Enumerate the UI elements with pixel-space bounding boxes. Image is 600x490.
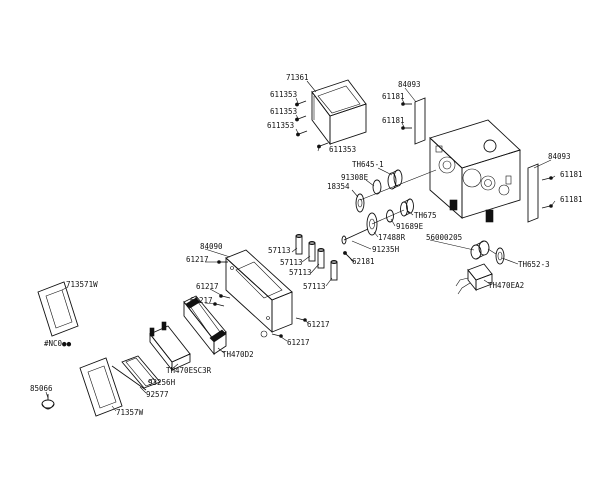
label-71357W: 71357W bbox=[116, 408, 144, 417]
label-57113-d: 57113 bbox=[303, 282, 326, 291]
label-56000205: 56000205 bbox=[426, 233, 462, 242]
label-611353-b: 611353 bbox=[270, 107, 297, 116]
plate-84090 bbox=[225, 249, 293, 338]
bracket-84093-right bbox=[527, 163, 553, 223]
label-TH470D2: TH470D2 bbox=[222, 350, 254, 359]
leader-lines bbox=[45, 80, 556, 412]
motor-assembly bbox=[455, 240, 505, 295]
label-TH645-1: TH645-1 bbox=[352, 160, 384, 169]
label-61217-c: 61217 bbox=[190, 296, 213, 305]
label-91235H: 91235H bbox=[372, 245, 400, 254]
label-93256H: 93256H bbox=[148, 378, 176, 387]
label-61217-d: 61217 bbox=[307, 320, 330, 329]
part-labels: 71361 611353 611353 611353 611353 84093 … bbox=[30, 73, 583, 417]
standoffs-57113 bbox=[295, 234, 338, 281]
screws-611353 bbox=[295, 100, 329, 149]
label-62181: 62181 bbox=[352, 257, 375, 266]
label-61181-b: 61181 bbox=[382, 116, 405, 125]
shaft-assembly bbox=[341, 169, 437, 245]
label-NC: #NC0●● bbox=[44, 339, 72, 348]
label-84093-b: 84093 bbox=[548, 152, 571, 161]
cover-71361 bbox=[311, 79, 367, 146]
label-85066: 85066 bbox=[30, 384, 53, 393]
label-611353-c: 611353 bbox=[267, 121, 294, 130]
label-91308E: 91308E bbox=[341, 173, 369, 182]
label-61181-d: 61181 bbox=[560, 195, 583, 204]
label-92577: 92577 bbox=[146, 390, 169, 399]
label-84090: 84090 bbox=[200, 242, 223, 251]
label-611353-d: 611353 bbox=[329, 145, 356, 154]
label-713571W: 713571W bbox=[66, 280, 98, 289]
label-TH470EA2: TH470EA2 bbox=[488, 281, 524, 290]
label-84093-a: 84093 bbox=[398, 80, 421, 89]
label-611353-a: 611353 bbox=[270, 90, 297, 99]
label-TH470ESC3R: TH470ESC3R bbox=[166, 366, 212, 375]
label-713571W bbox=[37, 281, 79, 337]
label-61217-e: 61217 bbox=[287, 338, 310, 347]
knob-85066 bbox=[41, 394, 55, 410]
label-57113-a: 57113 bbox=[268, 246, 291, 255]
label-TH652-3: TH652-3 bbox=[518, 260, 550, 269]
display-TH470ESC3R bbox=[149, 321, 191, 372]
plate-71357W bbox=[79, 357, 123, 417]
label-18354: 18354 bbox=[327, 182, 350, 191]
frame-TH470D2 bbox=[183, 295, 227, 356]
label-61217-a: 61217 bbox=[186, 255, 209, 264]
label-TH675: TH675 bbox=[414, 211, 437, 220]
strip-93256H bbox=[121, 355, 161, 389]
label-71361: 71361 bbox=[286, 73, 309, 82]
label-57113-b: 57113 bbox=[280, 258, 303, 267]
label-17488R: 17488R bbox=[378, 233, 406, 242]
bracket-84093-top bbox=[401, 97, 426, 145]
main-housing bbox=[429, 119, 521, 223]
label-91689E: 91689E bbox=[396, 222, 424, 231]
part-92577 bbox=[111, 365, 147, 391]
label-57113-c: 57113 bbox=[289, 268, 312, 277]
label-61181-c: 61181 bbox=[560, 170, 583, 179]
label-61217-b: 61217 bbox=[196, 282, 219, 291]
label-61181-a: 61181 bbox=[382, 92, 405, 101]
